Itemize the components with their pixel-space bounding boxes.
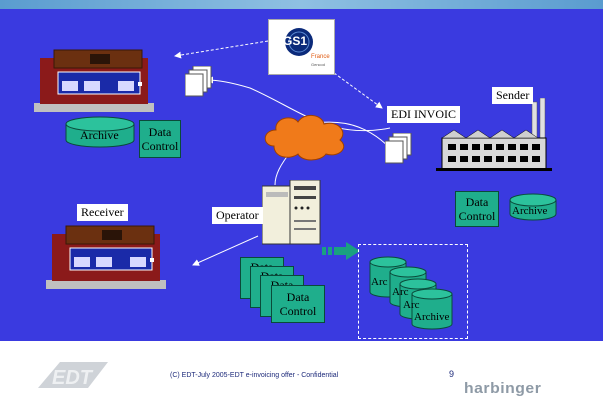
data-control-line: Control <box>279 304 317 318</box>
dashed-link-edi <box>329 69 383 109</box>
data-control-box-top: Data Control <box>139 120 181 158</box>
factory-building-icon <box>436 98 552 171</box>
edt-logo-text: EDT <box>52 367 94 389</box>
operator-label: Operator <box>212 207 263 224</box>
data-control-line: Data <box>148 125 172 139</box>
edi-invoic-label: EDI INVOIC <box>387 106 460 123</box>
sender-label: Sender <box>492 87 534 104</box>
data-control-box-sender: Data Control <box>455 191 499 227</box>
data-control-line: Control <box>458 209 496 223</box>
page-number: 9 <box>449 369 455 379</box>
dashed-link-store <box>174 40 269 59</box>
harbinger-logo: harbinger <box>464 380 542 397</box>
slide-canvas: Arc Arc Arc Archive Archive Data Control… <box>0 0 603 341</box>
receiver-label: Receiver <box>77 204 128 221</box>
top-band <box>0 0 603 9</box>
document-stack-icon <box>185 66 212 97</box>
gs1-sub: Gencod <box>311 62 326 67</box>
archive-cylinder-sender <box>509 193 557 221</box>
cylinder-label: Arc <box>392 286 409 298</box>
green-arrow-icon <box>322 242 360 260</box>
data-control-line: Control <box>141 139 179 153</box>
archive-label-top: Archive <box>80 128 119 142</box>
data-control-line: Data <box>286 290 310 304</box>
document-stack-icon <box>385 133 412 164</box>
cylinder-label: Archive <box>414 311 450 323</box>
cylinder-4 <box>411 288 453 330</box>
footer-copyright: (C) EDT-July 2005-EDT e-invoicing offer … <box>170 372 339 379</box>
gs1-country: France <box>311 54 330 60</box>
link-operator-to-receiver <box>192 235 259 266</box>
data-control-stack-front: Data Control <box>271 285 325 323</box>
cylinder-label: Arc <box>403 299 420 311</box>
data-control-line: Data <box>465 195 489 209</box>
slide-footer: EDT <box>0 341 603 403</box>
network-cloud-icon <box>264 115 345 161</box>
gs1-logo: GS1 France Gencod <box>268 19 335 75</box>
archive-region <box>358 244 468 339</box>
gs1-mark: GS1 <box>283 34 308 48</box>
store-building-receiver <box>46 225 166 289</box>
store-building-top <box>34 49 154 112</box>
archive-cylinders <box>369 256 453 330</box>
gs1-mark-icon <box>285 28 313 56</box>
cylinder-label: Arc <box>371 276 388 288</box>
link-cloud-to-store <box>206 76 391 132</box>
server-computer-icon <box>262 180 321 245</box>
archive-cylinder-top <box>65 116 135 148</box>
edt-logo: EDT <box>38 362 108 389</box>
archive-label-sender: Archive <box>512 205 548 217</box>
connections <box>174 40 391 266</box>
